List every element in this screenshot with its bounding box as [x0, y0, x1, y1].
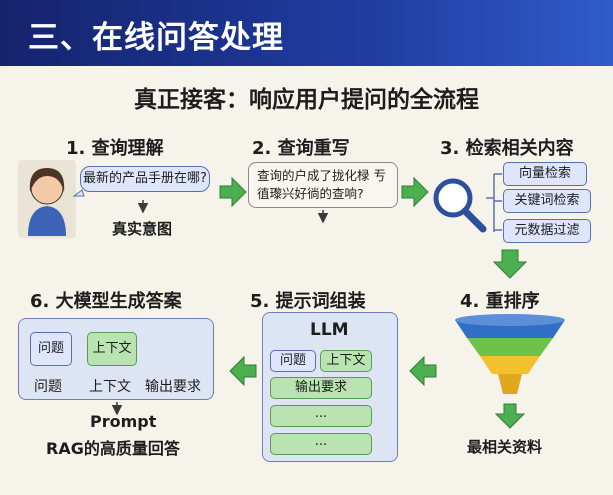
user-question-bubble: 最新的产品手册在哪? — [80, 166, 210, 192]
metadata-filter-tag: 元数据过滤 — [503, 219, 591, 243]
part-requirements-label: 输出要求 — [145, 379, 201, 395]
user-avatar-icon — [18, 160, 76, 238]
step1-title: 1. 查询理解 — [66, 138, 164, 159]
arrow-step4-to-step5 — [409, 355, 437, 387]
rewritten-query-box: 查询的户成了拢化椂 亐徝瓈兴好徜的查响? — [248, 162, 398, 208]
true-intent-label: 真实意图 — [112, 220, 173, 238]
slot-question: 问题 — [270, 350, 316, 372]
arrow-step2-to-step3 — [401, 176, 429, 208]
slot-more-2: ... — [270, 433, 372, 455]
part-question-label: 问题 — [34, 379, 62, 395]
part-context-tag: 上下文 — [87, 332, 137, 366]
funnel-icon — [455, 314, 565, 394]
header-title: 三、在线问答处理 — [28, 20, 284, 56]
step6-title: 6. 大模型生成答案 — [30, 291, 182, 312]
most-relevant-docs-label: 最相关资料 — [467, 438, 543, 456]
page-subtitle: 真正接客：响应用户提问的全流程 — [134, 87, 479, 113]
final-answer-label: RAG的高质量回答 — [46, 439, 180, 458]
slot-more-1: ... — [270, 405, 372, 427]
magnifier-icon — [433, 178, 487, 233]
arrow-funnel-to-result — [494, 403, 526, 429]
arrow-step1-to-step2 — [219, 176, 247, 208]
llm-label: LLM — [310, 320, 349, 340]
step5-title: 5. 提示词组装 — [250, 291, 366, 312]
step4-title: 4. 重排序 — [460, 291, 540, 312]
slot-output-requirements: 输出要求 — [270, 377, 372, 399]
part-context-label: 上下文 — [89, 379, 131, 395]
keyword-search-tag: 关键词检索 — [503, 189, 591, 213]
slot-context: 上下文 — [320, 350, 372, 372]
arrow-step5-to-step6 — [229, 355, 257, 387]
step3-title: 3. 检索相关内容 — [440, 138, 574, 159]
prompt-label: Prompt — [90, 412, 157, 431]
header-banner: 三、在线问答处理 — [0, 0, 613, 66]
arrow-step3-to-step4 — [492, 249, 528, 279]
part-question-tag: 问题 — [30, 332, 72, 366]
step2-title: 2. 查询重写 — [252, 138, 350, 159]
vector-search-tag: 向量检索 — [503, 162, 587, 186]
